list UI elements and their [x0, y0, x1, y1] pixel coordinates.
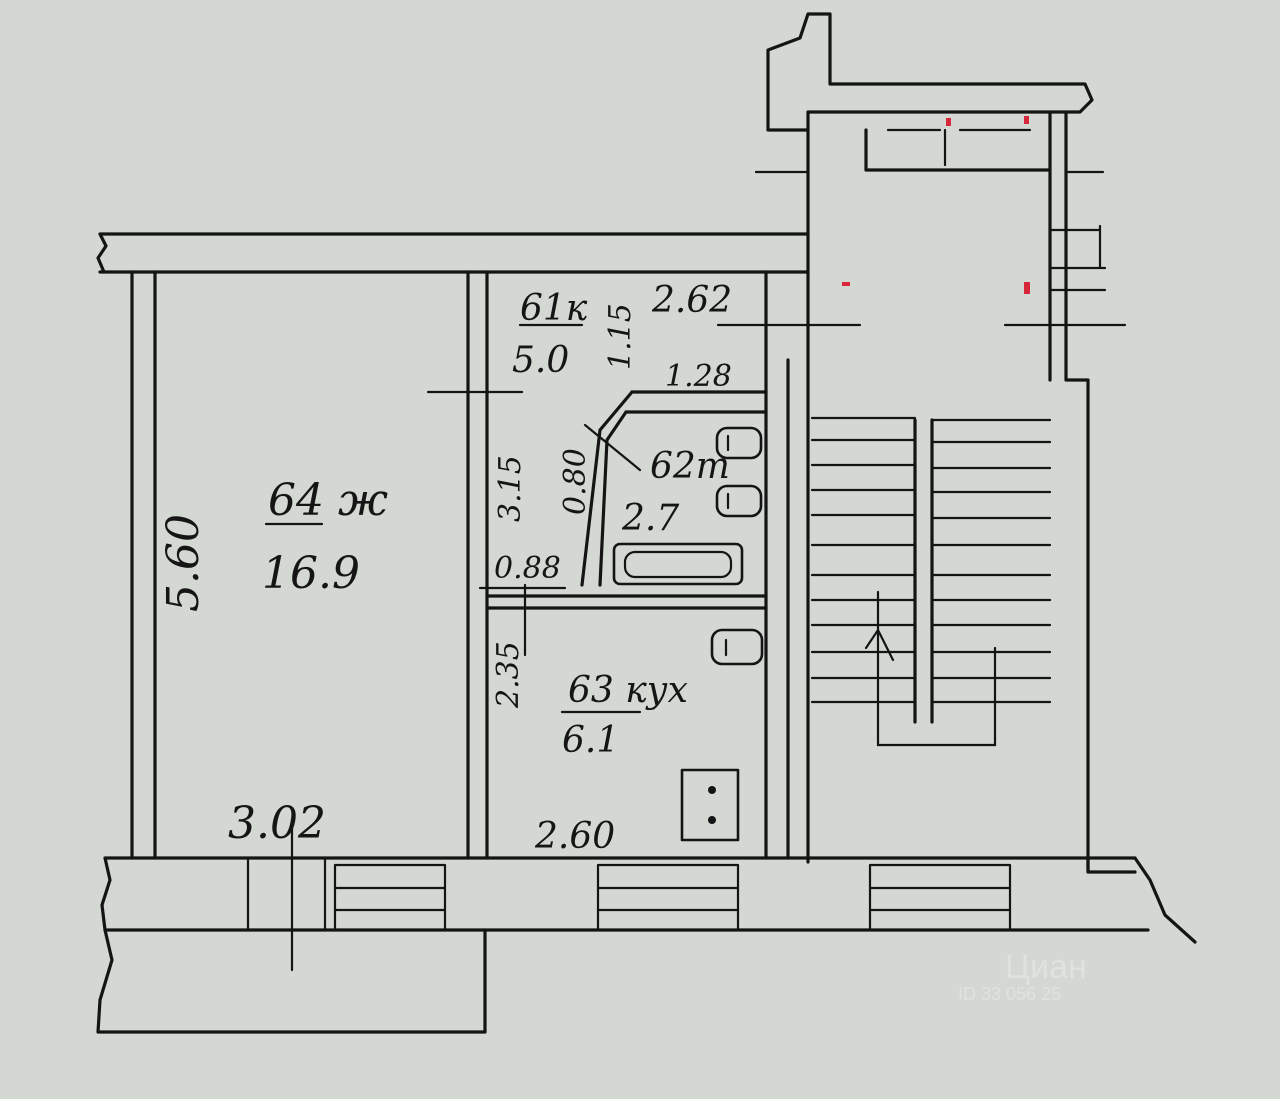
bathroom-area: 2.7	[621, 498, 679, 539]
watermark-brand: Циан	[1005, 948, 1087, 986]
partition-living	[466, 270, 489, 860]
marker-1	[946, 118, 951, 126]
top-wall	[96, 232, 810, 274]
marker-3	[842, 282, 850, 286]
living-height-label: 5.60	[158, 514, 209, 612]
bath-walls	[485, 390, 768, 610]
stair-flight-right	[930, 418, 1052, 704]
stair-flight-left	[810, 416, 917, 704]
bath-gap-label: 0.88	[494, 551, 561, 586]
stove-burner-2	[708, 816, 716, 824]
kitchen-area: 6.1	[562, 720, 619, 761]
bath-width-label: 1.28	[665, 359, 732, 394]
outer-walls	[96, 232, 1197, 1034]
window-living	[246, 856, 447, 932]
stair-well-center	[913, 418, 934, 724]
stair-direction-arrow	[864, 590, 997, 747]
kitchen-sink	[710, 628, 764, 666]
marker-4	[1024, 282, 1030, 294]
kitchen-height-label: 2.35	[491, 641, 526, 709]
dimension-ticks	[290, 323, 642, 972]
labels: 64 ж 16.9 5.60 3.02 61к 5.0 1.15 2.62 1.…	[158, 280, 732, 857]
corridor-depth-label: 1.15	[603, 303, 638, 370]
washbasin	[715, 426, 763, 460]
stove-burner-1	[708, 786, 716, 794]
window-kitchen	[596, 863, 740, 932]
window-stair	[868, 863, 1012, 932]
partition-stair	[764, 270, 790, 860]
watermark: Циан ID 33 056 25	[958, 948, 1087, 1004]
living-room-area: 16.9	[262, 548, 360, 599]
kitchen-width-label: 2.60	[534, 816, 615, 857]
bathtub-inner	[623, 550, 733, 579]
stove	[680, 768, 740, 842]
stair-ticks	[716, 170, 1127, 382]
corridor-height-label: 3.15	[493, 455, 528, 522]
bath-diag-label: 0.80	[558, 448, 593, 515]
marker-2	[1024, 116, 1029, 124]
living-room-code: 64 ж	[268, 475, 388, 526]
windows	[246, 856, 1012, 932]
bathtub	[612, 542, 744, 586]
corridor-area: 5.0	[512, 340, 569, 381]
bottom-wall	[100, 856, 1197, 944]
stairwell	[716, 12, 1127, 872]
tick-bath-diag	[583, 423, 642, 472]
corridor-code: 61к	[520, 288, 588, 329]
watermark-id: ID 33 056 25	[958, 984, 1061, 1004]
left-wall	[130, 270, 157, 860]
bathroom-code: 62т	[650, 446, 730, 487]
kitchen-code: 63 кух	[568, 670, 688, 711]
living-width-label: 3.02	[228, 798, 326, 849]
toilet	[715, 484, 763, 518]
interior-walls	[466, 270, 790, 860]
stair-dashes	[886, 128, 1032, 167]
balcony	[96, 928, 487, 1034]
corridor-width-label: 2.62	[651, 280, 732, 321]
